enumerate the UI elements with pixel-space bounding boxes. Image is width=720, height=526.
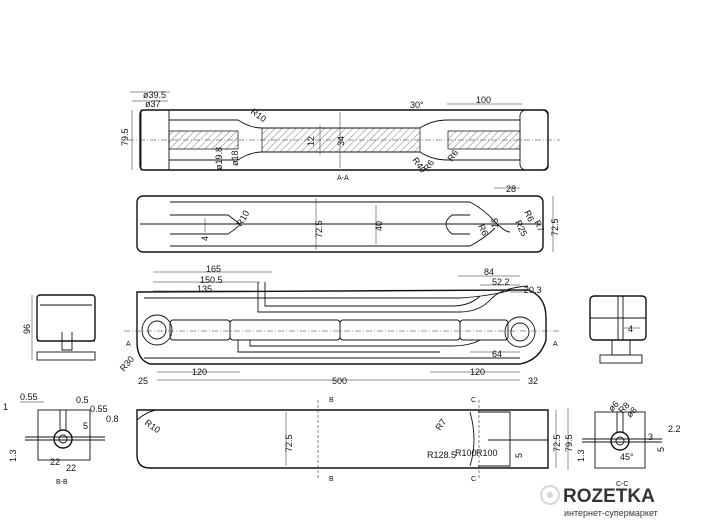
top-dim-w28: 28 xyxy=(506,184,516,194)
aa-dim-h34: 34 xyxy=(336,136,346,146)
front-dim-l84: 84 xyxy=(484,267,494,277)
view-side-right: 4 xyxy=(589,295,647,364)
aa-dim-r10: R10 xyxy=(249,106,268,124)
front-dim-l32: 32 xyxy=(528,376,538,386)
view-front: 165 150.5 135 84 52.2 20.3 64 R30 25 120… xyxy=(118,264,560,386)
bottom-mark-b-bottom: B xyxy=(329,476,334,483)
view-side-left: 96 xyxy=(22,294,96,361)
front-dim-l52-2: 52.2 xyxy=(492,277,510,287)
bottom-dim-r7: R7 xyxy=(433,417,448,432)
aa-dim-height: 79.5 xyxy=(120,128,130,146)
bb-dim-t1-3: 1.3 xyxy=(8,449,18,462)
view-top: 4 R10 72.5 40 28 R6 R25 R7 R6 15 72.5 xyxy=(136,184,560,253)
aa-dim-angle: 30° xyxy=(410,100,424,110)
bottom-dim-r128: R128.5 xyxy=(427,450,456,460)
cc-dim-t5: 5 xyxy=(656,447,666,452)
front-dim-l25: 25 xyxy=(138,376,148,386)
cc-dim-t2-2: 2.2 xyxy=(668,424,681,434)
bb-dim-t0-5: 0.5 xyxy=(76,395,89,405)
front-dim-l165: 165 xyxy=(206,264,221,274)
top-dim-h40: 40 xyxy=(374,221,384,231)
bb-dim-t5: 5 xyxy=(83,421,88,431)
bb-dim-t0-55a: 0.55 xyxy=(20,392,38,402)
cc-dim-t3: 3 xyxy=(648,432,653,442)
bb-dim-t22b: 22 xyxy=(66,463,76,473)
side-right-dim-w4: 4 xyxy=(628,324,633,334)
bottom-mark-b-top: B xyxy=(329,397,334,404)
bottom-mark-c-top: C xyxy=(471,397,476,404)
front-dim-l64: 64 xyxy=(492,349,502,359)
top-dim-w4: 4 xyxy=(200,236,210,241)
top-dim-r6: R6 xyxy=(522,209,536,224)
aa-section-label: A-A xyxy=(337,175,349,182)
top-dim-h15: 15 xyxy=(490,218,500,228)
top-dim-r6b: R6 xyxy=(476,223,490,238)
front-dim-l120b: 120 xyxy=(470,367,485,377)
front-section-mark-right: A xyxy=(553,341,558,348)
bottom-dim-h72-5b: 72.5 xyxy=(552,434,562,452)
view-section-cc: ø6 R8 ø8 2.2 3 5 45° 1.3 C-C xyxy=(576,399,681,488)
cc-section-label: C-C xyxy=(616,481,628,488)
bb-dim-t22a: 22 xyxy=(50,457,60,467)
front-dim-l20-3: 20.3 xyxy=(524,285,542,295)
bottom-dim-r100: R100 xyxy=(455,448,477,458)
bottom-dim-h79-5: 79.5 xyxy=(564,434,574,452)
aa-dim-len100: 100 xyxy=(476,95,491,105)
view-section-bb: 0.55 1 0.5 0.55 0.8 5 1.3 22 22 B-B xyxy=(3,392,119,486)
bottom-dim-w5: 5 xyxy=(514,453,524,458)
aa-dim-d19-8: ø19.8 xyxy=(214,147,224,170)
view-bottom: 72.5 R10 R7 R128.5 R100 R100 5 72.5 79.5… xyxy=(136,397,574,483)
front-dim-l500: 500 xyxy=(332,376,347,386)
top-dim-r10: R10 xyxy=(234,209,251,228)
front-dim-r30: R30 xyxy=(118,354,136,373)
top-dim-h72-5b: 72.5 xyxy=(314,220,324,238)
view-section-aa: ø39.5 ø37 79.5 R10 30° 100 ø19.8 ø18 12 … xyxy=(120,90,560,182)
watermark-brand: ROZETKA xyxy=(563,486,655,507)
watermark-tagline: интернет-супермаркет xyxy=(564,508,658,518)
front-dim-l135: 135 xyxy=(197,284,212,294)
side-left-dim-h96: 96 xyxy=(22,324,32,334)
bb-dim-t1: 1 xyxy=(3,402,8,412)
front-dim-l120a: 120 xyxy=(192,367,207,377)
aa-dim-h12: 12 xyxy=(306,136,316,146)
bottom-dim-r10: R10 xyxy=(143,417,162,435)
top-dim-h72-5c: 72.5 xyxy=(550,218,560,236)
top-dim-r7: R7 xyxy=(532,219,546,234)
front-section-mark-left: A xyxy=(126,341,131,348)
front-dim-l150-5: 150.5 xyxy=(200,275,223,285)
watermark: ROZETKA интернет-супермаркет xyxy=(540,485,658,518)
bb-section-label: B-B xyxy=(56,479,68,486)
bb-dim-t0-55b: 0.55 xyxy=(90,404,108,414)
aa-dim-d18: ø18 xyxy=(230,150,240,166)
aa-dim-r6b: R6 xyxy=(445,148,460,163)
bottom-mark-c-bottom: C xyxy=(471,476,476,483)
aa-dim-d-outer: ø39.5 xyxy=(143,90,166,100)
cc-dim-angle45: 45° xyxy=(620,452,634,462)
bottom-dim-r100b: R100 xyxy=(476,448,498,458)
bb-dim-t0-8: 0.8 xyxy=(106,414,119,424)
bottom-dim-h72-5: 72.5 xyxy=(284,434,294,452)
cc-dim-t1-3: 1.3 xyxy=(576,449,586,462)
watermark-logo-icon xyxy=(540,485,560,505)
aa-dim-d-inner: ø37 xyxy=(145,99,161,109)
